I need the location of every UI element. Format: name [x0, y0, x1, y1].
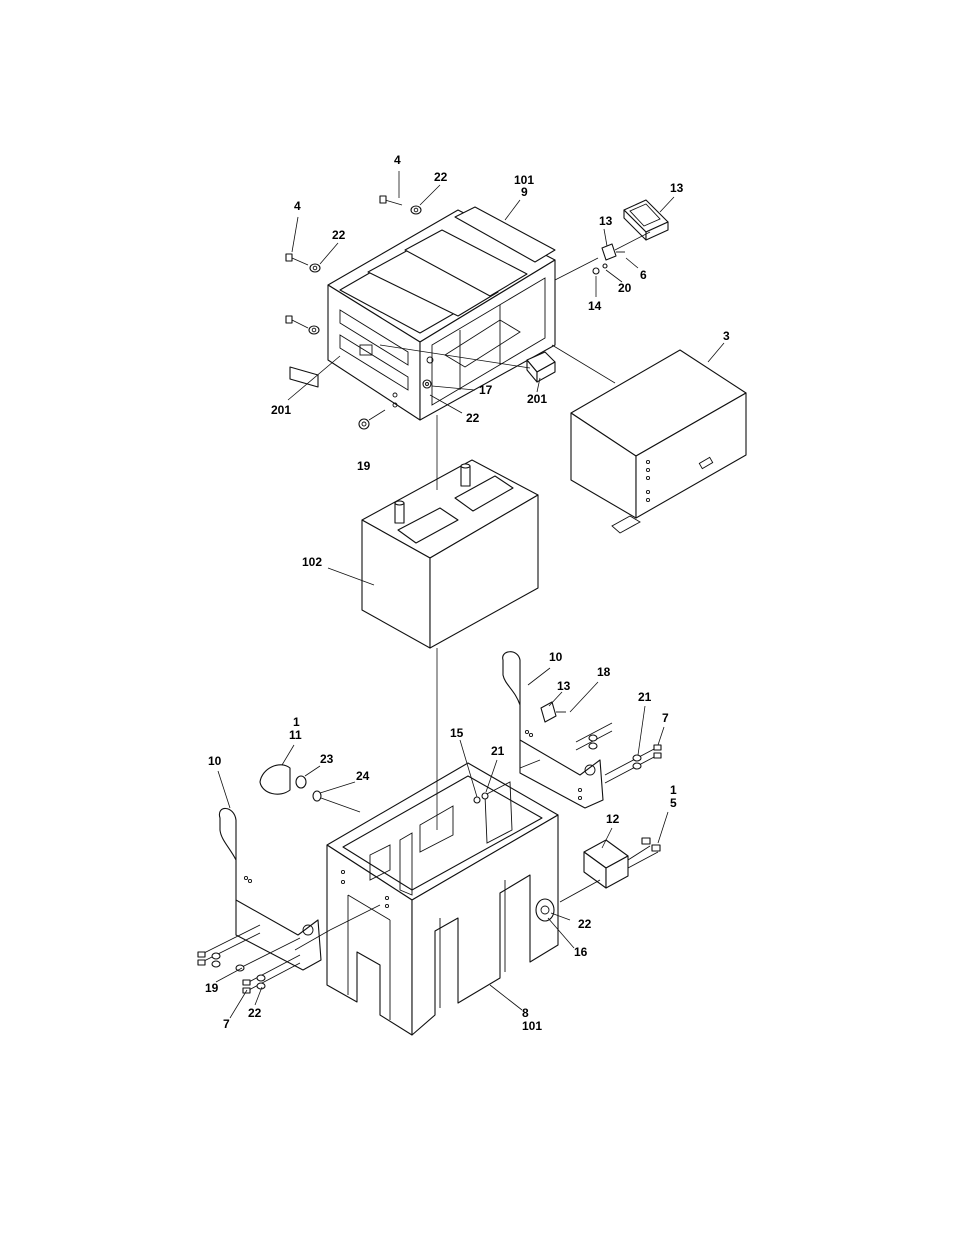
lower-battery-case	[327, 763, 558, 1035]
callout-22-top: 22	[434, 171, 447, 184]
callout-24: 24	[356, 770, 369, 783]
nut-item-19-top	[359, 410, 385, 429]
callout-17: 17	[479, 384, 492, 397]
callout-201-left: 201	[271, 404, 291, 417]
callout-16: 16	[574, 946, 587, 959]
callout-21-case: 21	[491, 745, 504, 758]
callout-22-case: 22	[466, 412, 479, 425]
callout-13-bracket: 13	[599, 215, 612, 228]
callout-7-right: 7	[662, 712, 669, 725]
callout-13-lower: 13	[557, 680, 570, 693]
callout-13-keeper: 13	[670, 182, 683, 195]
screw-left-lower	[286, 316, 319, 334]
cover-item-3	[571, 350, 746, 533]
callout-102: 102	[302, 556, 322, 569]
washer-item-16	[536, 899, 554, 921]
upper-battery-case	[328, 207, 555, 420]
callout-18: 18	[597, 666, 610, 679]
callout-9: 9	[521, 186, 528, 199]
handle-item-12	[560, 838, 660, 902]
callout-4-top: 4	[394, 154, 401, 167]
callout-5: 5	[670, 797, 677, 810]
bracket-item-10-right	[503, 652, 603, 808]
callout-201-right: 201	[527, 393, 547, 406]
callout-15: 15	[450, 727, 463, 740]
callout-22-lower: 22	[248, 1007, 261, 1020]
fitting-item-17	[423, 380, 431, 388]
callout-11: 11	[289, 729, 302, 742]
callout-14: 14	[588, 300, 601, 313]
callout-22-handle: 22	[578, 918, 591, 931]
callout-10-right: 10	[549, 651, 562, 664]
callout-23: 23	[320, 753, 333, 766]
callout-10-left: 10	[208, 755, 221, 768]
callout-101-lower: 101	[522, 1020, 542, 1033]
screw-item-4-top	[380, 196, 421, 214]
screw-item-4-left	[286, 254, 320, 272]
callout-6: 6	[640, 269, 647, 282]
callout-3: 3	[723, 330, 730, 343]
battery-item-102	[362, 460, 538, 648]
callout-22-left: 22	[332, 229, 345, 242]
callout-19-lower: 19	[205, 982, 218, 995]
callout-12: 12	[606, 813, 619, 826]
callout-20: 20	[618, 282, 631, 295]
callout-7-left: 7	[223, 1018, 230, 1031]
decal-item-201-left	[290, 367, 318, 387]
latch-bracket-item-13	[593, 244, 625, 274]
callout-21-right: 21	[638, 691, 651, 704]
knob-item-11	[260, 765, 360, 812]
callout-4-left: 4	[294, 200, 301, 213]
callout-19-top: 19	[357, 460, 370, 473]
small-bracket-item-13-18	[541, 702, 566, 722]
